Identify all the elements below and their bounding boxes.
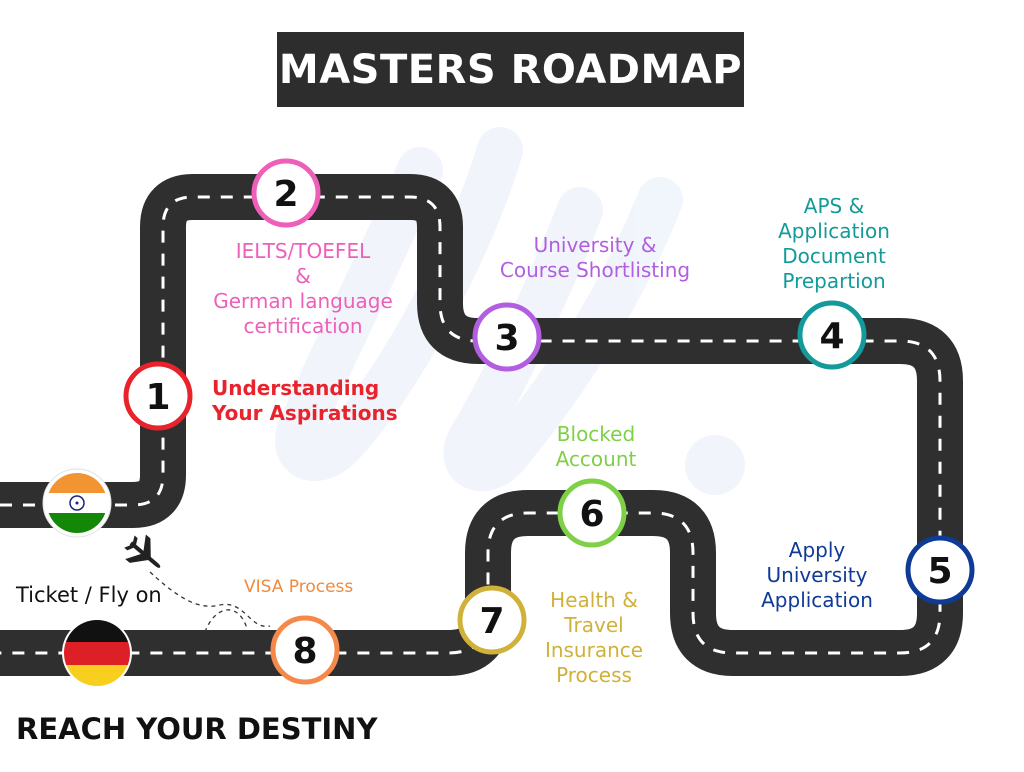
- step-3-circle: [472, 302, 542, 372]
- step-7-marker: 7: [457, 585, 527, 655]
- footer-heading: REACH YOUR DESTINY: [16, 712, 378, 746]
- visa-process-label: VISA Process: [244, 577, 354, 597]
- step-7-label-line: Insurance: [544, 638, 644, 662]
- india-flag-icon: [42, 468, 112, 538]
- step-6-marker: 6: [557, 478, 627, 548]
- step-2-circle: [251, 158, 321, 228]
- step-2-marker: 2: [251, 158, 321, 228]
- road-center-line: [0, 195, 942, 655]
- step-4-label-line: Document: [782, 244, 886, 268]
- step-4-label: APS & Application Document Prepartion: [764, 194, 904, 294]
- step-5-label-line: University: [766, 563, 868, 587]
- step-3-marker: 3: [472, 302, 542, 372]
- step-7-label-line: Travel: [564, 613, 624, 637]
- step-2-label: IELTS/TOEFEL & German language certifica…: [198, 239, 408, 339]
- road: [0, 174, 963, 676]
- step-2-label-line: IELTS/TOEFEL: [235, 239, 371, 263]
- airplane-icon: [124, 534, 161, 568]
- step-4-circle: [797, 300, 867, 370]
- step-6-label: Blocked Account: [536, 422, 656, 472]
- step-6-circle: [557, 478, 627, 548]
- step-5-circle: [905, 535, 975, 605]
- step-5-number: 5: [927, 551, 952, 592]
- step-2-label-line: German language: [213, 289, 393, 313]
- step-7-label-line: Process: [556, 663, 632, 687]
- step-1-number: 1: [145, 377, 170, 418]
- step-2-number: 2: [273, 174, 298, 215]
- step-7-label: Health & Travel Insurance Process: [530, 588, 658, 688]
- step-3-number: 3: [494, 318, 519, 359]
- step-6-number: 6: [579, 494, 604, 535]
- step-5-label-line: Application: [761, 588, 873, 612]
- step-3-label-line: Course Shortlisting: [499, 258, 691, 282]
- step-8-number: 8: [292, 631, 317, 672]
- ticket-label: Ticket / Fly on: [16, 583, 162, 607]
- step-4-number: 4: [819, 316, 844, 357]
- step-7-circle: [457, 585, 527, 655]
- step-1-label-line: Understanding: [212, 376, 380, 400]
- step-8-marker: 8: [270, 615, 340, 685]
- step-6-label-line: Account: [555, 447, 637, 471]
- step-2-label-line: certification: [243, 314, 363, 338]
- step-1-label: Understanding Your Aspirations: [212, 376, 398, 426]
- step-3-label: University & Course Shortlisting: [480, 233, 710, 283]
- step-3-label-line: University &: [533, 233, 657, 257]
- flight-path: [149, 571, 271, 627]
- step-1-label-line: Your Aspirations: [212, 401, 398, 425]
- step-1-marker: 1: [123, 361, 193, 431]
- step-8-circle: [270, 615, 340, 685]
- step-2-label-line: &: [295, 264, 311, 288]
- step-5-label: Apply University Application: [747, 538, 887, 613]
- step-6-label-line: Blocked: [556, 422, 636, 446]
- step-1-circle: [123, 361, 193, 431]
- page-title: MASTERS ROADMAP: [277, 32, 744, 107]
- step-4-marker: 4: [797, 300, 867, 370]
- step-4-label-line: Prepartion: [782, 269, 886, 293]
- step-4-label-line: Application: [778, 219, 890, 243]
- step-7-number: 7: [479, 601, 504, 642]
- step-7-label-line: Health &: [550, 588, 638, 612]
- step-5-label-line: Apply: [788, 538, 846, 562]
- germany-flag-icon: [62, 618, 132, 688]
- flight-loop: [204, 609, 249, 633]
- step-4-label-line: APS &: [803, 194, 865, 218]
- step-5-marker: 5: [905, 535, 975, 605]
